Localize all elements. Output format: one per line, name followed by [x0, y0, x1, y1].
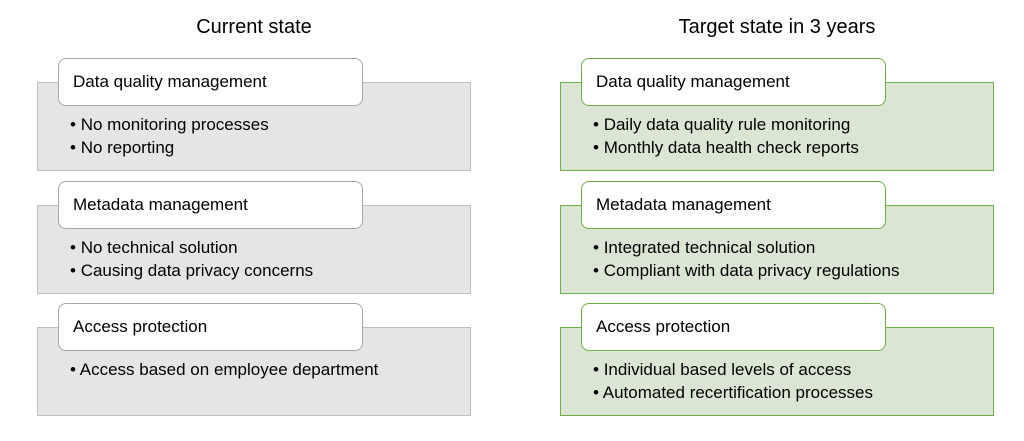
- target-state-title: Target state in 3 years: [678, 16, 876, 38]
- bullet-item: Integrated technical solution: [593, 237, 899, 260]
- section-heading: Data quality management: [58, 58, 363, 106]
- bullet-item: No technical solution: [70, 237, 313, 260]
- bullet-item: Compliant with data privacy regulations: [593, 260, 900, 283]
- bullet-item: Causing data privacy concerns: [70, 260, 313, 283]
- bullet-list: No monitoring processesNo reporting: [70, 114, 269, 159]
- bullet-item: Individual based levels of access: [593, 359, 873, 382]
- bullet-item: No monitoring processes: [70, 114, 269, 137]
- bullet-list: No technical solutionCausing data privac…: [70, 237, 313, 282]
- bullet-item: Monthly data health check reports: [593, 137, 859, 160]
- section-heading: Metadata management: [581, 181, 886, 229]
- bullet-item: Automated recertification processes: [593, 382, 873, 405]
- bullet-item: Daily data quality rule monitoring: [593, 114, 859, 137]
- bullet-item: No reporting: [70, 137, 269, 160]
- current-state-title: Current state: [196, 16, 312, 38]
- section-heading: Access protection: [58, 303, 363, 351]
- bullet-item: Access based on employee department: [70, 359, 379, 382]
- section-heading: Access protection: [581, 303, 886, 351]
- bullet-list: Individual based levels of accessAutomat…: [593, 359, 873, 404]
- bullet-list: Daily data quality rule monitoringMonthl…: [593, 114, 859, 159]
- section-heading: Metadata management: [58, 181, 363, 229]
- bullet-list: Integrated technical solutionCompliant w…: [593, 237, 900, 283]
- section-heading: Data quality management: [581, 58, 886, 106]
- bullet-list: Access based on employee department: [70, 359, 379, 382]
